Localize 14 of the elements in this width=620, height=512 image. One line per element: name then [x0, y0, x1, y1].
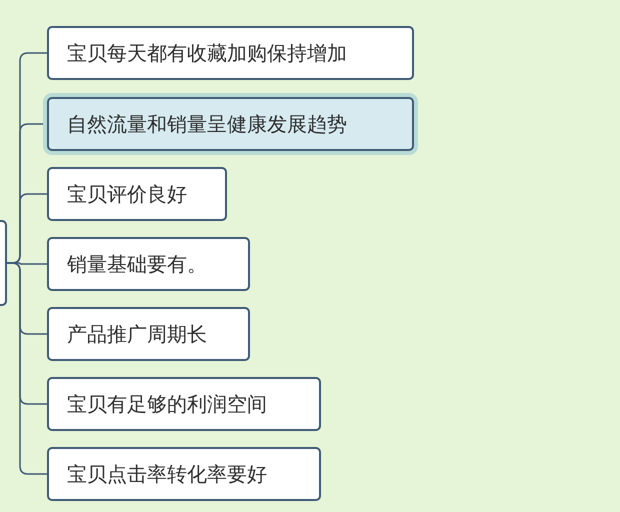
topic-box [47, 167, 227, 221]
topic-text: 宝贝评价良好 [67, 180, 187, 208]
topic-text: 自然流量和销量呈健康发展趋势 [67, 110, 347, 138]
topic-box [47, 377, 321, 431]
connector-line [7, 262, 47, 475]
topic-text: 产品推广周期长 [67, 320, 207, 348]
topic-box [47, 447, 321, 501]
topic-text: 宝贝每天都有收藏加购保持增加 [67, 40, 347, 66]
topic-box [47, 307, 250, 361]
topic-box [47, 237, 250, 291]
topic-text: 销量基础要有。 [67, 250, 207, 278]
topic-text: 宝贝点击率转化率要好 [67, 460, 267, 488]
topic-box [47, 26, 414, 80]
topic-text: 宝贝有足够的利润空间 [67, 390, 267, 418]
